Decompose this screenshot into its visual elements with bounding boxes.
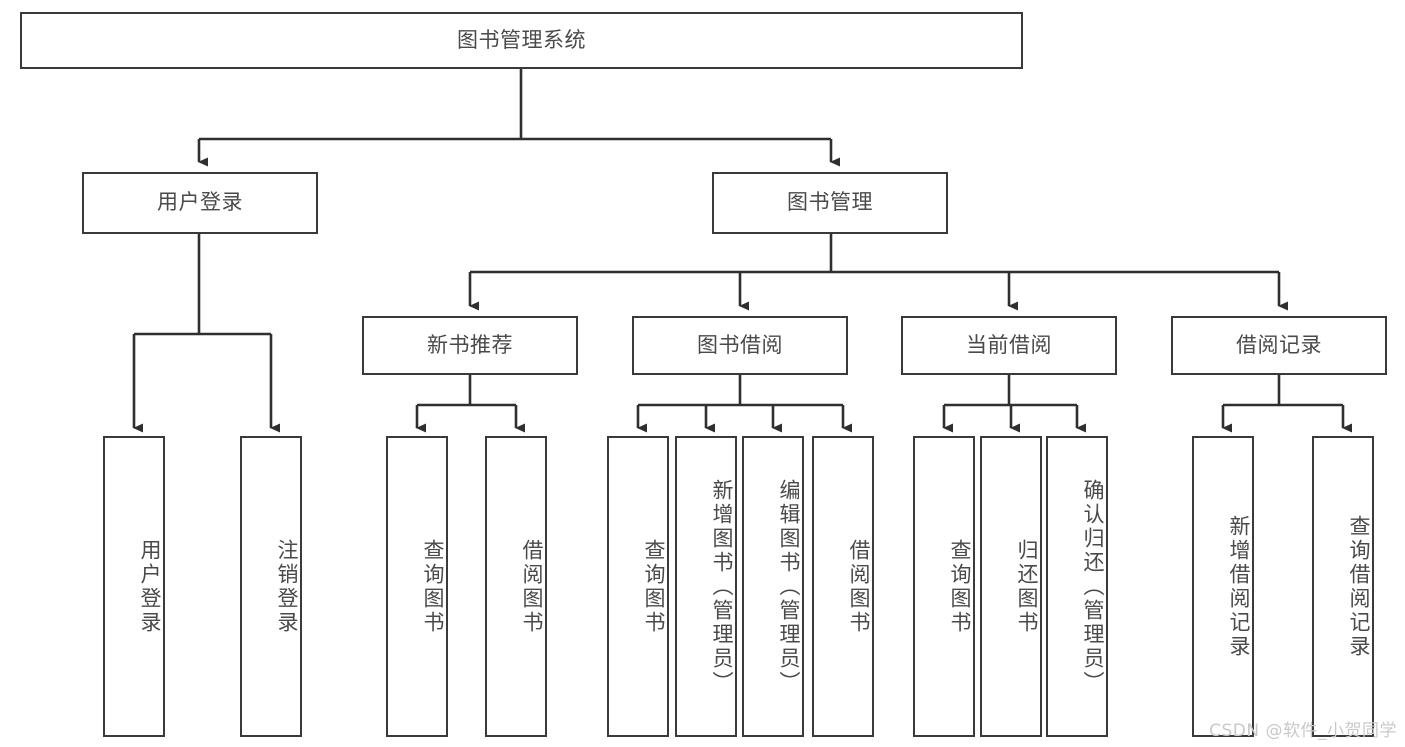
node-leaf-user-logout[interactable]: 注销登录 xyxy=(240,436,302,737)
node-book-borrow[interactable]: 图书借阅 xyxy=(632,316,848,375)
node-borrow-record[interactable]: 借阅记录 xyxy=(1171,316,1387,375)
node-leaf-add-record[interactable]: 新增借阅记录 xyxy=(1192,436,1254,737)
node-leaf-query-book-3[interactable]: 查询图书 xyxy=(913,436,975,737)
node-current-borrow[interactable]: 当前借阅 xyxy=(901,316,1117,375)
node-leaf-return-book-label: 归还图书 xyxy=(1015,538,1039,635)
node-leaf-user-login[interactable]: 用户登录 xyxy=(103,436,165,737)
node-user-login-label: 用户登录 xyxy=(157,190,243,215)
node-book-borrow-label: 图书借阅 xyxy=(697,332,783,357)
watermark: CSDN @软件_小贺同学 xyxy=(1209,721,1397,741)
node-leaf-query-record-label: 查询借阅记录 xyxy=(1347,514,1371,659)
node-leaf-confirm-return-label: 确认归还（管理员） xyxy=(1081,478,1105,695)
node-leaf-edit-book[interactable]: 编辑图书（管理员） xyxy=(742,436,804,737)
node-leaf-query-book-3-label: 查询图书 xyxy=(948,538,972,635)
node-leaf-query-book-2-label: 查询图书 xyxy=(642,538,666,635)
node-new-book-recommend-label: 新书推荐 xyxy=(427,332,513,357)
node-leaf-query-book-1-label: 查询图书 xyxy=(421,538,445,635)
node-book-management-label: 图书管理 xyxy=(787,190,873,215)
node-new-book-recommend[interactable]: 新书推荐 xyxy=(362,316,578,375)
node-leaf-query-book-2[interactable]: 查询图书 xyxy=(607,436,669,737)
node-leaf-add-book-label: 新增图书（管理员） xyxy=(710,478,734,695)
node-leaf-borrow-book-1-label: 借阅图书 xyxy=(520,538,544,635)
node-root[interactable]: 图书管理系统 xyxy=(20,12,1023,69)
node-leaf-add-book[interactable]: 新增图书（管理员） xyxy=(675,436,737,737)
node-leaf-confirm-return[interactable]: 确认归还（管理员） xyxy=(1046,436,1108,737)
node-root-label: 图书管理系统 xyxy=(457,27,586,52)
node-book-management[interactable]: 图书管理 xyxy=(712,172,948,234)
node-leaf-edit-book-label: 编辑图书（管理员） xyxy=(777,478,801,695)
node-leaf-query-book-1[interactable]: 查询图书 xyxy=(386,436,448,737)
node-leaf-return-book[interactable]: 归还图书 xyxy=(980,436,1042,737)
node-leaf-user-login-label: 用户登录 xyxy=(138,538,162,635)
node-user-login[interactable]: 用户登录 xyxy=(82,172,318,234)
node-borrow-record-label: 借阅记录 xyxy=(1236,332,1322,357)
node-current-borrow-label: 当前借阅 xyxy=(966,332,1052,357)
node-leaf-user-logout-label: 注销登录 xyxy=(275,538,299,635)
node-leaf-borrow-book-2[interactable]: 借阅图书 xyxy=(812,436,874,737)
node-leaf-borrow-book-2-label: 借阅图书 xyxy=(847,538,871,635)
node-leaf-query-record[interactable]: 查询借阅记录 xyxy=(1312,436,1374,737)
node-leaf-add-record-label: 新增借阅记录 xyxy=(1227,514,1251,659)
node-leaf-borrow-book-1[interactable]: 借阅图书 xyxy=(485,436,547,737)
